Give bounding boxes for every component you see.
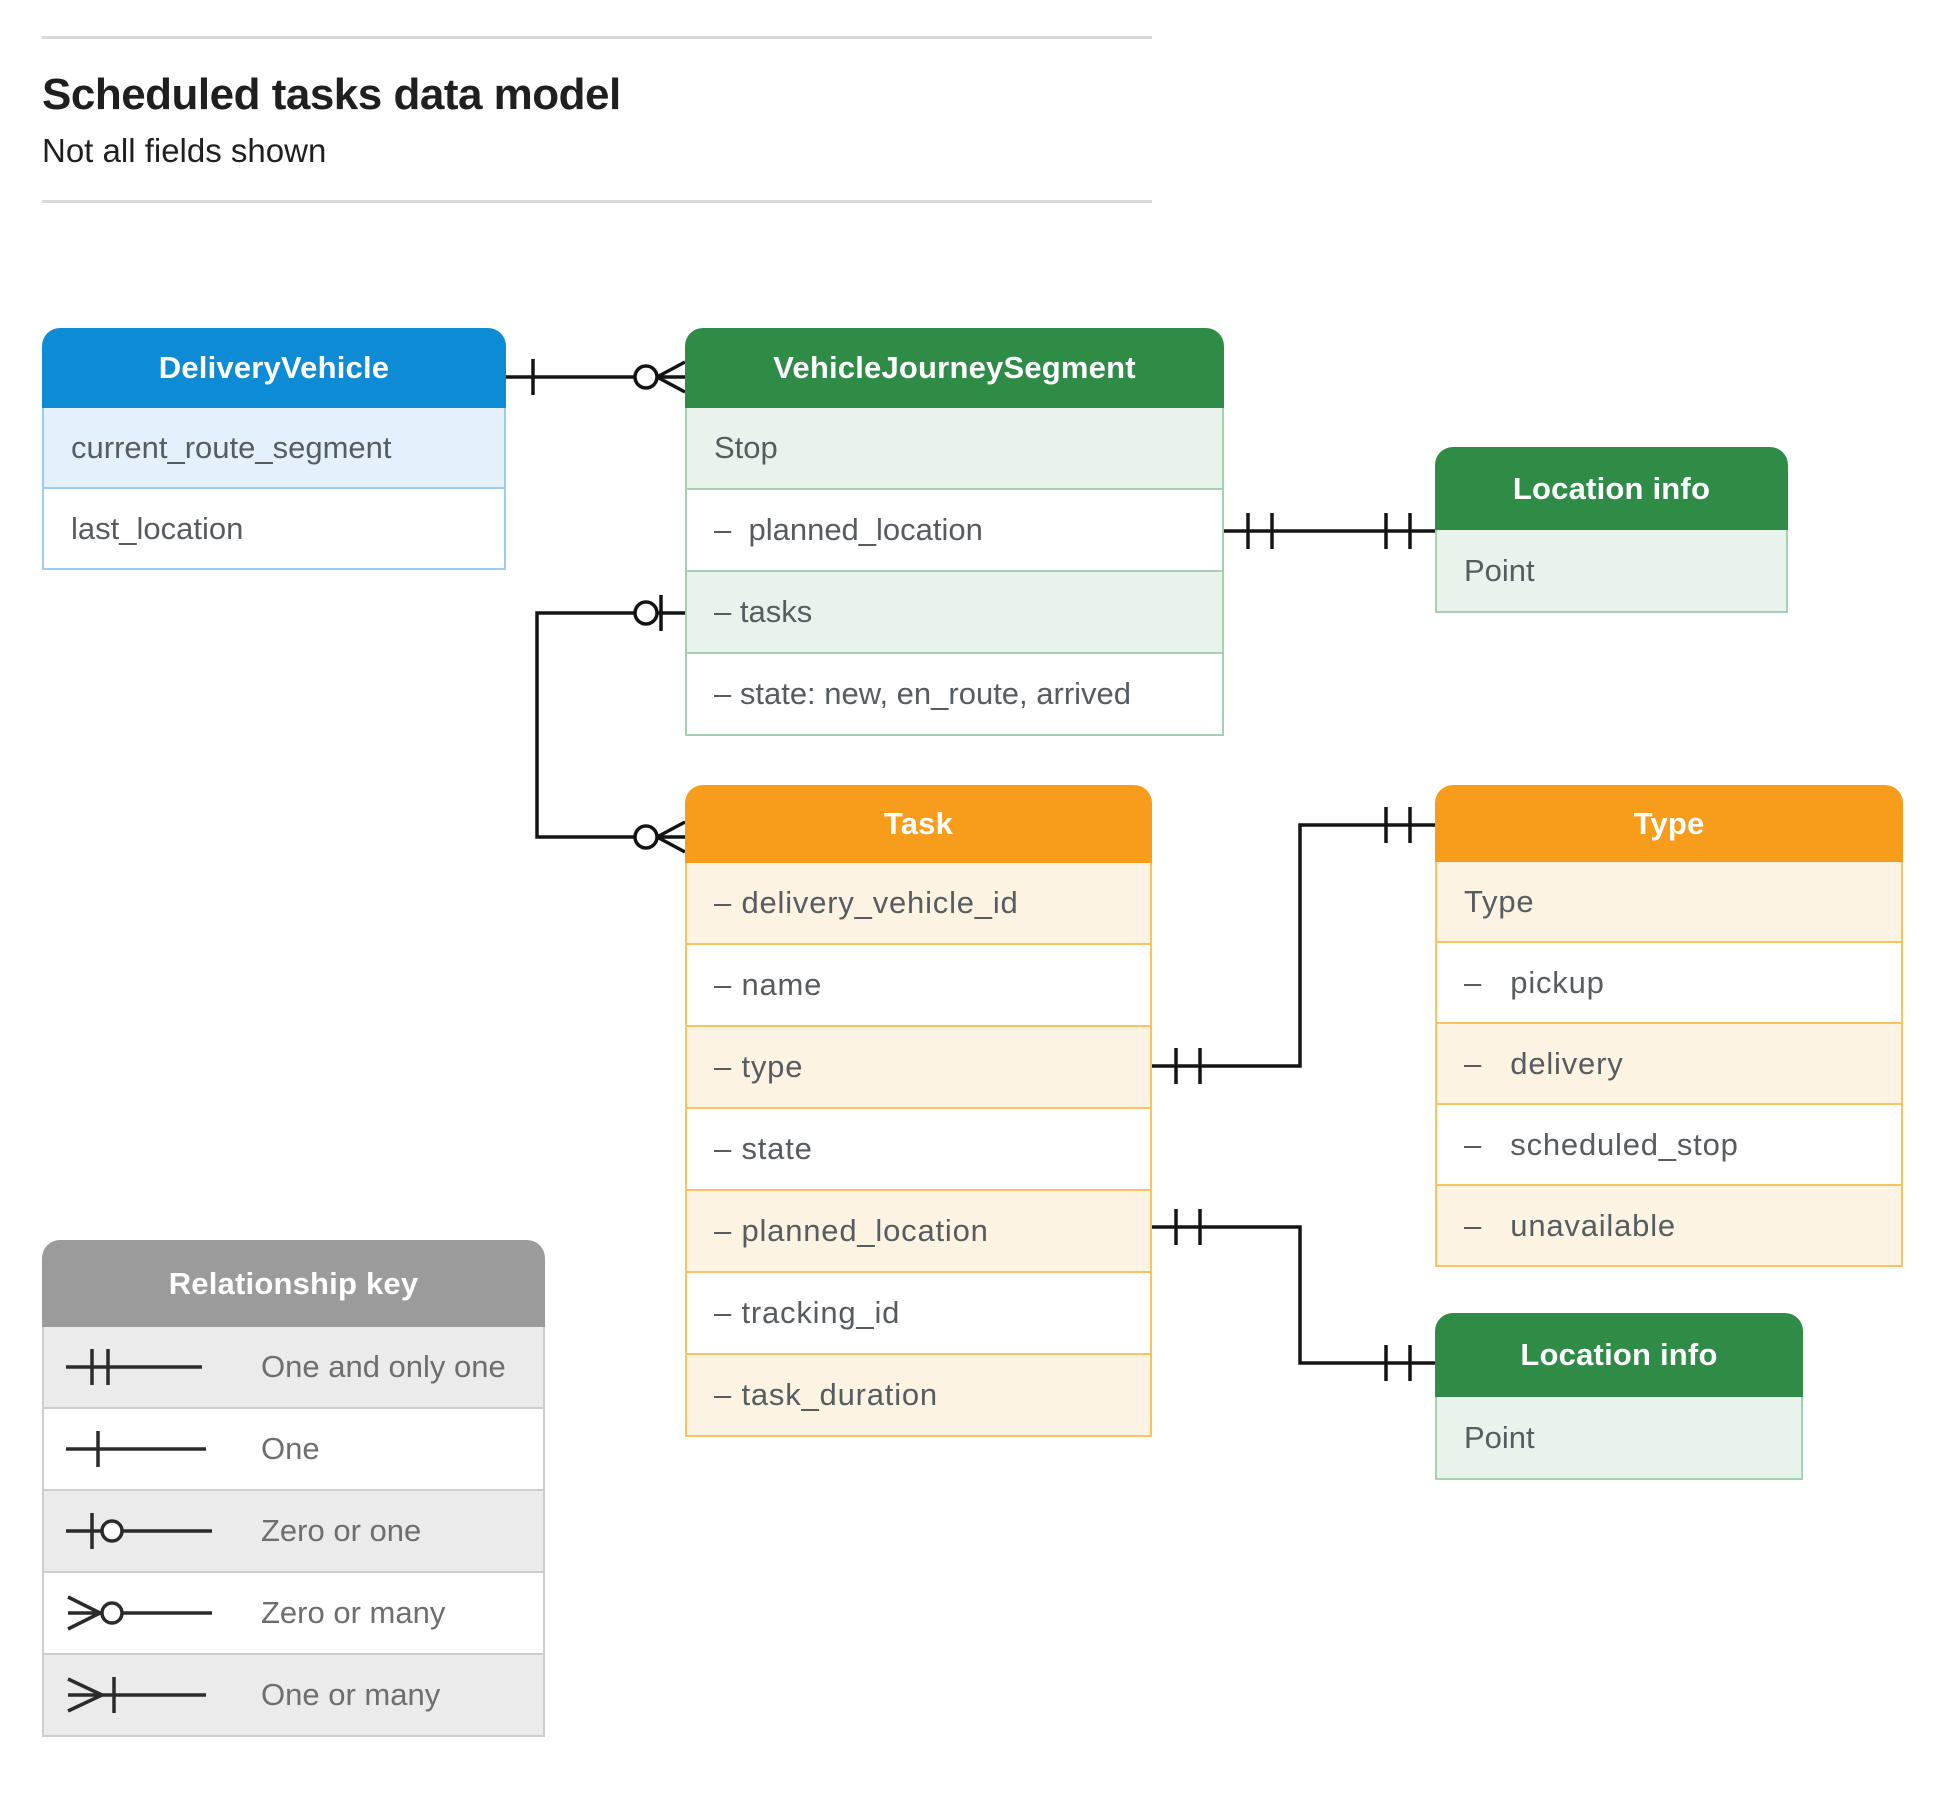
legend-row-one: One [42, 1409, 545, 1491]
legend-label: Zero or one [261, 1513, 422, 1548]
entity-location-info-bottom: Location info Point [1435, 1313, 1803, 1480]
zero-or-many-symbol [67, 1595, 212, 1631]
legend-label: One [261, 1431, 320, 1466]
field-task-planned-location: – planned_location [685, 1191, 1152, 1273]
divider-bottom [42, 200, 1152, 203]
entity-location-info-top: Location info Point [1435, 447, 1788, 613]
connector-plannedlocation-locationinfo-bottom [1152, 1209, 1435, 1381]
legend-label: One and only one [261, 1349, 506, 1384]
field-task-duration: – task_duration [685, 1355, 1152, 1437]
one-or-many-symbol [67, 1677, 206, 1713]
entity-vehicle-journey-segment: VehicleJourneySegment Stop – planned_loc… [685, 328, 1224, 736]
legend-label: One or many [261, 1677, 441, 1712]
connector-tasks-task [535, 595, 686, 854]
relationship-key: Relationship key One and only one One Ze… [42, 1240, 545, 1737]
zero-or-one-symbol [66, 1513, 212, 1549]
legend-label: Zero or many [261, 1595, 446, 1630]
field-pickup: – pickup [1435, 943, 1903, 1024]
legend-row-zero-or-many: Zero or many [42, 1573, 545, 1655]
connector-type-type-entity [1152, 807, 1435, 1084]
entity-delivery-vehicle: DeliveryVehicle current_route_segment la… [42, 328, 506, 570]
connector-deliveryvehicle-vehiclejourneysegment [506, 359, 686, 395]
legend-row-one-and-only-one: One and only one [42, 1327, 545, 1409]
connector-plannedlocation-locationinfo-top [1224, 513, 1435, 549]
entity-title-location-info-bottom: Location info [1435, 1313, 1803, 1397]
field-state: – state: new, en_route, arrived [685, 654, 1224, 736]
field-unavailable: – unavailable [1435, 1186, 1903, 1267]
entity-type: Type Type – pickup – delivery – schedule… [1435, 785, 1903, 1267]
field-planned-location: – planned_location [685, 490, 1224, 572]
field-current-route-segment: current_route_segment [42, 408, 506, 489]
field-type: – type [685, 1027, 1152, 1109]
field-delivery-vehicle-id: – delivery_vehicle_id [685, 863, 1152, 945]
relationship-key-title: Relationship key [42, 1240, 545, 1327]
one-and-only-one-symbol [66, 1349, 202, 1385]
entity-title-vehicle-journey-segment: VehicleJourneySegment [685, 328, 1224, 408]
field-point-bottom: Point [1435, 1397, 1803, 1480]
field-last-location: last_location [42, 489, 506, 570]
entity-task: Task – delivery_vehicle_id – name – type… [685, 785, 1152, 1437]
field-task-state: – state [685, 1109, 1152, 1191]
field-type-label: Type [1435, 862, 1903, 943]
entity-title-delivery-vehicle: DeliveryVehicle [42, 328, 506, 408]
one-symbol [66, 1431, 206, 1467]
field-scheduled-stop: – scheduled_stop [1435, 1105, 1903, 1186]
divider-top [42, 36, 1152, 39]
entity-title-type: Type [1435, 785, 1903, 862]
field-point-top: Point [1435, 530, 1788, 613]
entity-title-task: Task [685, 785, 1152, 863]
field-tracking-id: – tracking_id [685, 1273, 1152, 1355]
legend-row-one-or-many: One or many [42, 1655, 545, 1737]
field-tasks: – tasks [685, 572, 1224, 654]
legend-row-zero-or-one: Zero or one [42, 1491, 545, 1573]
field-stop: Stop [685, 408, 1224, 490]
entity-title-location-info-top: Location info [1435, 447, 1788, 530]
page-subtitle: Not all fields shown [42, 132, 327, 169]
page-title: Scheduled tasks data model [42, 70, 621, 119]
field-delivery: – delivery [1435, 1024, 1903, 1105]
field-name: – name [685, 945, 1152, 1027]
